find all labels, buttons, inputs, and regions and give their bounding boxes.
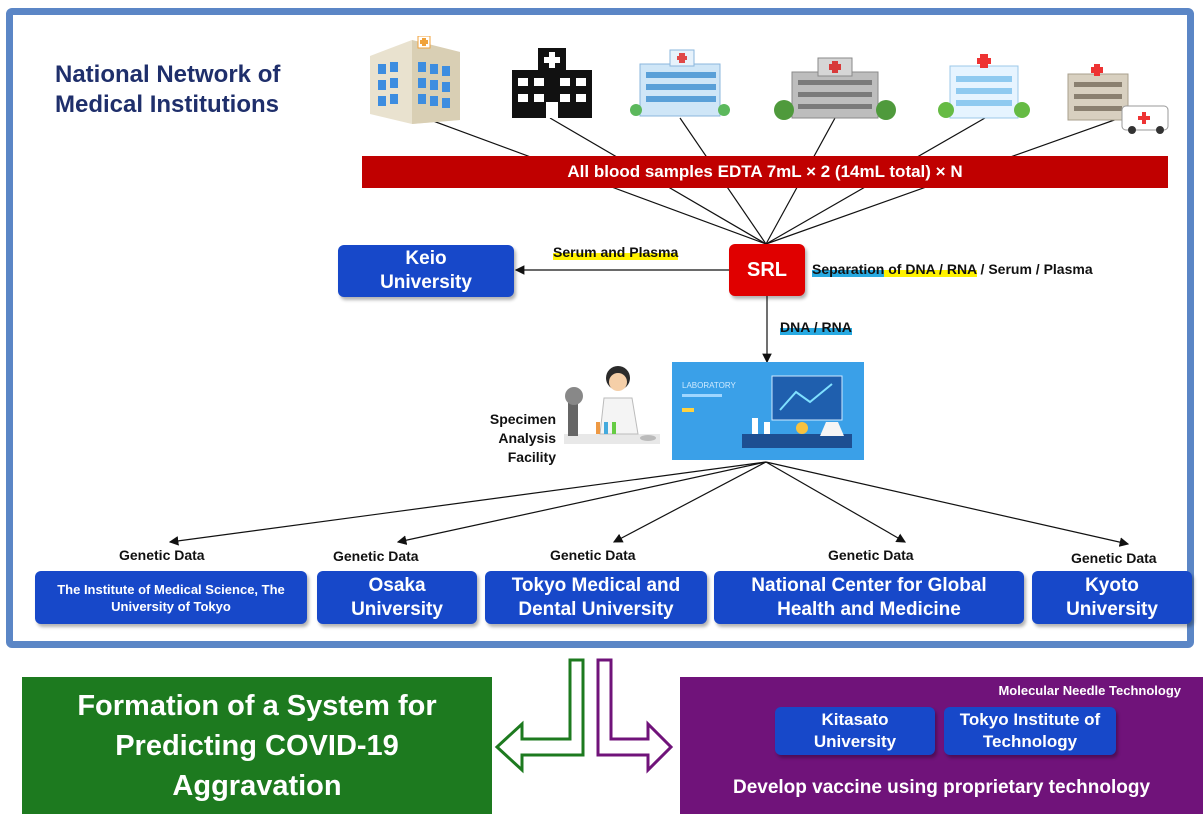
institution-label: Kyoto University: [1066, 574, 1158, 620]
green-arrow: [494, 658, 585, 774]
genetic-data-label-4: Genetic Data: [828, 547, 914, 563]
title-line-1: National Network of: [55, 61, 281, 88]
genetic-data-label-5: Genetic Data: [1071, 550, 1157, 566]
separation-label: Separation of DNA / RNA / Serum / Plasma: [812, 261, 1093, 277]
facility-label: Specimen Analysis Facility: [470, 410, 556, 467]
laboratory-icon: LABORATORY: [672, 362, 864, 460]
blood-samples-bar: All blood samples EDTA 7mL × 2 (14mL tot…: [362, 156, 1168, 188]
scientist-icon: [564, 366, 660, 444]
hospital-icon: [774, 57, 896, 120]
institution-box-kyoto: Kyoto University: [1032, 571, 1192, 624]
kitasato-label: Kitasato University: [813, 710, 897, 751]
institution-label: National Center for Global Health and Me…: [751, 574, 987, 620]
facility-line-3: Facility: [507, 449, 556, 465]
genetic-data-label-2: Genetic Data: [333, 548, 419, 564]
institution-label: Osaka University: [351, 574, 443, 620]
separation-part-2: of DNA / RNA: [884, 261, 977, 277]
hospital-icon: [370, 36, 460, 124]
institution-box-ncgm: National Center for Global Health and Me…: [714, 571, 1024, 624]
laboratory-text: LABORATORY: [682, 381, 736, 390]
hospital-icon: [630, 49, 730, 117]
prediction-system-text: Formation of a System for Predicting COV…: [77, 689, 437, 802]
dna-rna-label: DNA / RNA: [780, 319, 852, 335]
network-title: National Network of Medical Institutions: [39, 60, 345, 120]
serum-plasma-text: Serum and Plasma: [553, 244, 679, 260]
keio-university-label: Keio University: [380, 248, 472, 293]
srl-box: SRL: [729, 244, 805, 296]
title-line-2: Medical Institutions: [55, 91, 280, 118]
vaccine-footer: Develop vaccine using proprietary techno…: [732, 777, 1151, 798]
separation-part-3: / Serum / Plasma: [976, 261, 1093, 277]
facility-line-2: Analysis: [498, 430, 556, 446]
institution-box-tmdu: Tokyo Medical and Dental University: [485, 571, 707, 624]
purple-arrow: [596, 658, 674, 774]
hospital-ambulance-icon: [1067, 64, 1169, 134]
serum-plasma-label: Serum and Plasma: [553, 244, 679, 260]
tokyo-tech-label: Tokyo Institute of Technology: [959, 710, 1101, 751]
genetic-data-label-3: Genetic Data: [550, 547, 636, 563]
dna-rna-text: DNA / RNA: [780, 319, 852, 335]
hospital-icon: [938, 54, 1030, 119]
institution-label: Tokyo Medical and Dental University: [511, 574, 681, 620]
institution-label: The Institute of Medical Science, The Un…: [57, 581, 285, 614]
hospital-icon: [512, 48, 592, 118]
separation-part-1: Separation: [812, 261, 885, 277]
institution-box-ims-tokyo: The Institute of Medical Science, The Un…: [35, 571, 307, 624]
facility-line-1: Specimen: [489, 411, 556, 427]
institution-box-osaka: Osaka University: [317, 571, 477, 624]
keio-university-box: Keio University: [338, 245, 514, 297]
kitasato-box: Kitasato University: [775, 707, 935, 755]
molecular-needle-label: Molecular Needle Technology: [998, 683, 1181, 698]
vaccine-box: Molecular Needle Technology Kitasato Uni…: [680, 677, 1203, 814]
tokyo-tech-box: Tokyo Institute of Technology: [944, 707, 1116, 755]
genetic-data-label-1: Genetic Data: [119, 547, 205, 563]
prediction-system-box: Formation of a System for Predicting COV…: [22, 677, 492, 814]
